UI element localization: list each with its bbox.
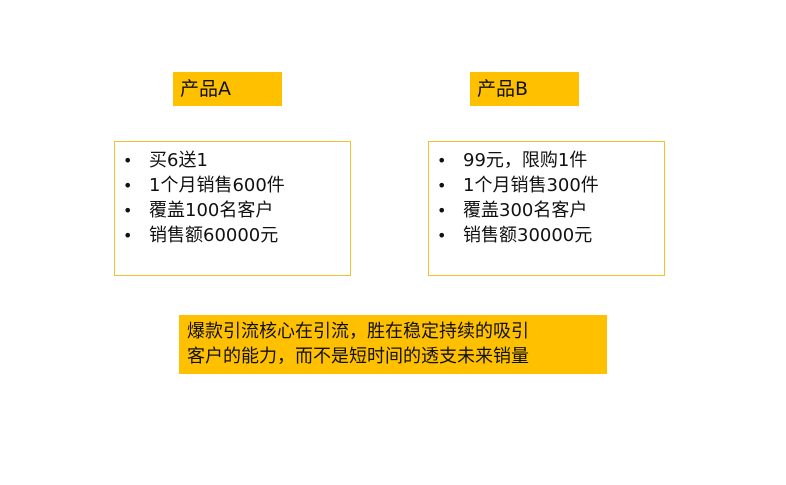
product-b-list: • 99元，限购1件 • 1个月销售300件 • 覆盖300名客户 • 销售额30000… [429, 148, 664, 248]
bullet-icon: • [437, 176, 447, 195]
list-item: • 99元，限购1件 [429, 148, 664, 173]
product-b-details-box: • 99元，限购1件 • 1个月销售300件 • 覆盖300名客户 • 销售额30000… [428, 141, 665, 276]
bullet-icon: • [437, 201, 447, 220]
product-a-label: 产品A [173, 72, 282, 106]
list-item-text: 99元，限购1件 [463, 150, 588, 171]
list-item-text: 销售额60000元 [149, 225, 279, 246]
bullet-icon: • [437, 226, 447, 245]
bullet-icon: • [123, 151, 133, 170]
bullet-icon: • [123, 176, 133, 195]
list-item: • 销售额60000元 [115, 223, 350, 248]
list-item: • 买6送1 [115, 148, 350, 173]
callout-line-2: 客户的能力，而不是短时间的透支未来销量 [187, 346, 529, 367]
product-b-label: 产品B [470, 72, 579, 106]
callout-line-1: 爆款引流核心在引流，胜在稳定持续的吸引 [187, 321, 529, 342]
list-item: • 1个月销售600件 [115, 173, 350, 198]
list-item: • 1个月销售300件 [429, 173, 664, 198]
list-item-text: 1个月销售600件 [149, 175, 285, 196]
list-item-text: 1个月销售300件 [463, 175, 599, 196]
bullet-icon: • [437, 151, 447, 170]
product-a-list: • 买6送1 • 1个月销售600件 • 覆盖100名客户 • 销售额60000元 [115, 148, 350, 248]
list-item-text: 覆盖100名客户 [149, 200, 274, 221]
list-item: • 销售额30000元 [429, 223, 664, 248]
conclusion-callout: 爆款引流核心在引流，胜在稳定持续的吸引 客户的能力，而不是短时间的透支未来销量 [179, 315, 607, 374]
list-item-text: 覆盖300名客户 [463, 200, 588, 221]
bullet-icon: • [123, 201, 133, 220]
product-a-details-box: • 买6送1 • 1个月销售600件 • 覆盖100名客户 • 销售额60000元 [114, 141, 351, 276]
list-item-text: 买6送1 [149, 150, 208, 171]
list-item: • 覆盖100名客户 [115, 198, 350, 223]
bullet-icon: • [123, 226, 133, 245]
list-item: • 覆盖300名客户 [429, 198, 664, 223]
list-item-text: 销售额30000元 [463, 225, 593, 246]
